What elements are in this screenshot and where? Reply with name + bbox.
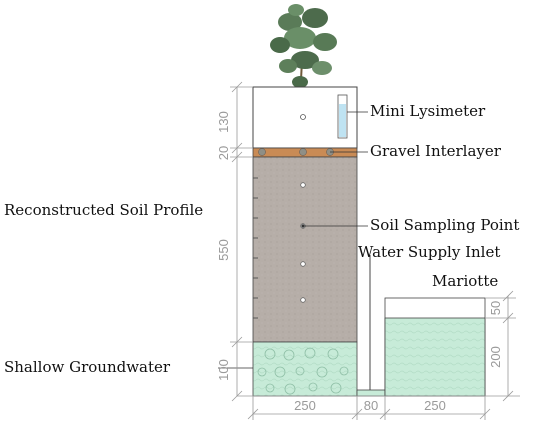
label-gravel-interlayer: Gravel Interlayer — [370, 142, 501, 160]
groundwater-layer — [252, 341, 358, 397]
soil-ticks — [253, 177, 258, 319]
sampling-point-marker — [301, 224, 305, 228]
label-shallow-groundwater: Shallow Groundwater — [4, 358, 171, 376]
dim-20: 20 — [216, 146, 231, 160]
mariotte-water — [384, 317, 486, 397]
leader-lines — [218, 111, 368, 369]
connecting-tube — [356, 389, 386, 397]
label-soil-sampling-point: Soil Sampling Point — [370, 216, 520, 234]
dim-50: 50 — [488, 301, 503, 315]
left-dimension-line — [230, 81, 253, 402]
bottom-dimension-line — [237, 395, 520, 420]
label-mariotte: Mariotte — [432, 272, 499, 290]
label-water-supply-inlet: Water Supply Inlet — [358, 243, 501, 261]
right-dimension-line — [485, 290, 516, 402]
dim-250-left: 250 — [294, 398, 316, 413]
dim-80: 80 — [364, 398, 378, 413]
soil-layer — [252, 156, 358, 343]
plant-icon — [270, 4, 337, 101]
sampling-point — [300, 114, 306, 120]
dim-250-right: 250 — [424, 398, 446, 413]
label-mini-lysimeter: Mini Lysimeter — [370, 102, 486, 120]
dim-100: 100 — [216, 359, 231, 381]
dim-130: 130 — [216, 111, 231, 133]
label-reconstructed-soil-profile: Reconstructed Soil Profile — [4, 201, 204, 219]
dim-550: 550 — [216, 239, 231, 261]
groundwater-bubbles — [257, 347, 349, 395]
mini-lysimeter-fill — [339, 104, 346, 137]
dim-200: 200 — [488, 346, 503, 368]
